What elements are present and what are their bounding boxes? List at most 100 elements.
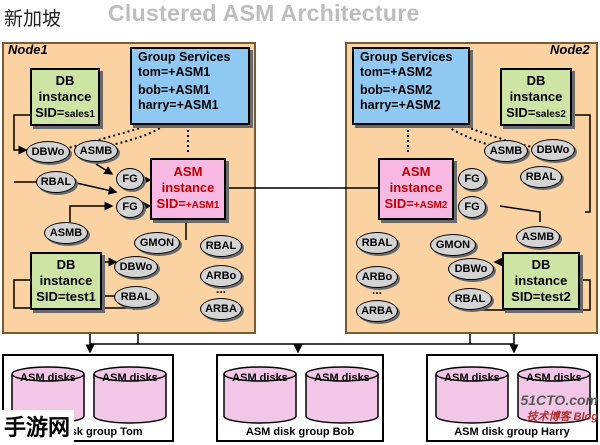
gmon-oval-n2: GMON: [430, 234, 476, 256]
rbal-oval-n2-asm: RBAL: [356, 232, 398, 254]
rbal-oval-n1-bottom: RBAL: [114, 286, 158, 308]
db-sales1-line2: instance: [38, 89, 92, 104]
disk-label-bob-2: ASM disks: [314, 372, 370, 384]
rbal-oval-n2-bottom: RBAL: [448, 288, 492, 310]
disk-label-tom-1: ASM disks: [20, 372, 76, 384]
asmb-oval-n2-right: ASMB: [516, 226, 560, 248]
dotted-dbwo-gs1: [59, 127, 141, 151]
fg-oval-n2-1: FG: [458, 168, 486, 190]
sid-prefix: SID=: [35, 105, 65, 120]
dotted-dbwo-gs2: [469, 127, 546, 151]
disk-group-bob: ASM disks ASM disks ASM disk group Bob: [216, 354, 384, 442]
sid-prefix: SID=: [506, 105, 536, 120]
asmb-oval-n1-left: ASMB: [44, 222, 88, 244]
diagram-title: Clustered ASM Architecture: [108, 0, 420, 26]
db-test1-sid: SID=test1: [32, 289, 100, 305]
disk-cylinders-bob: [223, 366, 379, 424]
disk-label-bob-1: ASM disks: [232, 372, 288, 384]
disk-label-tom-2: ASM disks: [102, 372, 158, 384]
gs2-line3: harry=+ASM2: [360, 98, 441, 112]
fg-oval-n1-2: FG: [116, 196, 144, 218]
gs1-line3: harry=+ASM1: [138, 98, 219, 112]
top-chinese-text: 新加坡: [4, 8, 62, 30]
rbal-oval-n2-top: RBAL: [520, 166, 562, 188]
group-services-node1: Group Services tom=+ASM1 bob=+ASM1 harry…: [130, 47, 250, 125]
disk-cylinders-harry: [435, 366, 591, 424]
sid-value: sales2: [535, 109, 566, 120]
db-sales2-sid: SID=sales2: [502, 105, 570, 123]
db-sales2-line2: instance: [509, 89, 563, 104]
db-test1-line1: DB: [56, 257, 76, 272]
arba-oval-n1: ARBA: [200, 298, 242, 320]
db-instance-sales1: DB instance SID=sales1: [30, 68, 100, 126]
arb-dots-n2: ...: [372, 283, 383, 297]
db-instance-test2: DB instance SID=test2: [502, 252, 580, 310]
arbo-oval-n1: ARBo: [200, 265, 242, 287]
arba-oval-n2: ARBA: [356, 300, 398, 322]
link-rbal-fg1: [71, 181, 118, 195]
db-test2-sid: SID=test2: [504, 289, 578, 305]
link-dbtest1-bottom: [13, 279, 135, 310]
sid-prefix: SID=: [156, 196, 186, 211]
dbwo-oval-n2-top: DBWo: [531, 139, 575, 161]
arbo-oval-n2: ARBo: [356, 266, 398, 288]
sid-prefix: SID=: [36, 289, 66, 304]
link-asmb-fg2: [69, 201, 114, 222]
asm-instance-node2: ASM instance SID=+ASM2: [378, 158, 454, 220]
disk-label-harry-1: ASM disks: [444, 372, 500, 384]
gs2-line1: tom=+ASM2: [360, 65, 433, 79]
db-test2-line1: DB: [531, 257, 551, 272]
db-sales1-sid: SID=sales1: [32, 105, 98, 123]
dbwo-oval-n2-bottom: DBWo: [448, 258, 494, 280]
db-sales2-line1: DB: [526, 73, 546, 88]
dbwo-oval-n1-bottom: DBWo: [114, 256, 158, 278]
asm-instance-node1: ASM instance SID=+ASM1: [150, 158, 226, 220]
gs1-line2: bob=+ASM1: [138, 83, 211, 97]
sid-value: test1: [65, 289, 96, 304]
sid-value: +ASM1: [185, 200, 220, 211]
link-asmb-fg1: [95, 163, 114, 175]
dbwo-oval-n1-top: DBWo: [26, 141, 70, 163]
watermark-sub: 技术博客 Blog: [526, 411, 599, 423]
node1-label: Node1: [8, 42, 48, 57]
link-dbsales1-dbwo: [13, 114, 30, 155]
gs1-title: Group Services: [138, 50, 231, 64]
db-test1-line2: instance: [39, 273, 93, 288]
gs2-line2: bob=+ASM2: [360, 83, 433, 97]
sid-prefix: SID=: [384, 196, 414, 211]
rbal-oval-n1-asm: RBAL: [200, 235, 242, 257]
watermark-site: 51CTO.com: [520, 392, 598, 408]
asm1-sid: SID=+ASM1: [152, 196, 224, 214]
asmb-oval-n2-top: ASMB: [484, 140, 528, 162]
disk-label-harry-2: ASM disks: [526, 372, 582, 384]
fg-oval-n1-1: FG: [116, 168, 144, 190]
link-asmb-fg2-node2: [499, 205, 541, 222]
sid-value: test2: [540, 289, 571, 304]
db-sales1-line1: DB: [55, 73, 75, 88]
sid-value: sales1: [64, 109, 95, 120]
gs1-line1: tom=+ASM1: [138, 65, 211, 79]
gs2-title: Group Services: [360, 50, 453, 64]
arb-dots-n1: ...: [216, 282, 227, 296]
asm2-sid: SID=+ASM2: [380, 196, 452, 214]
rbal-oval-n1-top: RBAL: [36, 171, 76, 193]
group-services-node2: Group Services tom=+ASM2 bob=+ASM2 harry…: [352, 47, 470, 125]
asm2-line1: ASM: [401, 164, 431, 179]
disk-group-label-bob: ASM disk group Bob: [245, 426, 355, 438]
node2-label: Node2: [550, 42, 590, 57]
sid-prefix: SID=: [511, 289, 541, 304]
disk-group-harry: ASM disks ASM disks ASM disk group Harry: [426, 354, 598, 442]
bottom-chinese-watermark: 手游网: [0, 410, 75, 442]
db-test2-line2: instance: [514, 273, 568, 288]
asmb-oval-n1-top: ASMB: [74, 140, 118, 162]
bus-top: [89, 334, 515, 345]
sid-value: +ASM2: [413, 200, 448, 211]
fg-oval-n2-2: FG: [458, 196, 486, 218]
asm1-line1: ASM: [173, 164, 203, 179]
disk-group-label-harry: ASM disk group Harry: [454, 426, 570, 438]
site-watermark: 51CTO.com 技术博客 Blog: [500, 392, 598, 424]
link-dbtest2-bottom: [470, 279, 591, 311]
link-dbsales2-right: [541, 114, 591, 213]
asm1-line2: instance: [161, 180, 215, 195]
